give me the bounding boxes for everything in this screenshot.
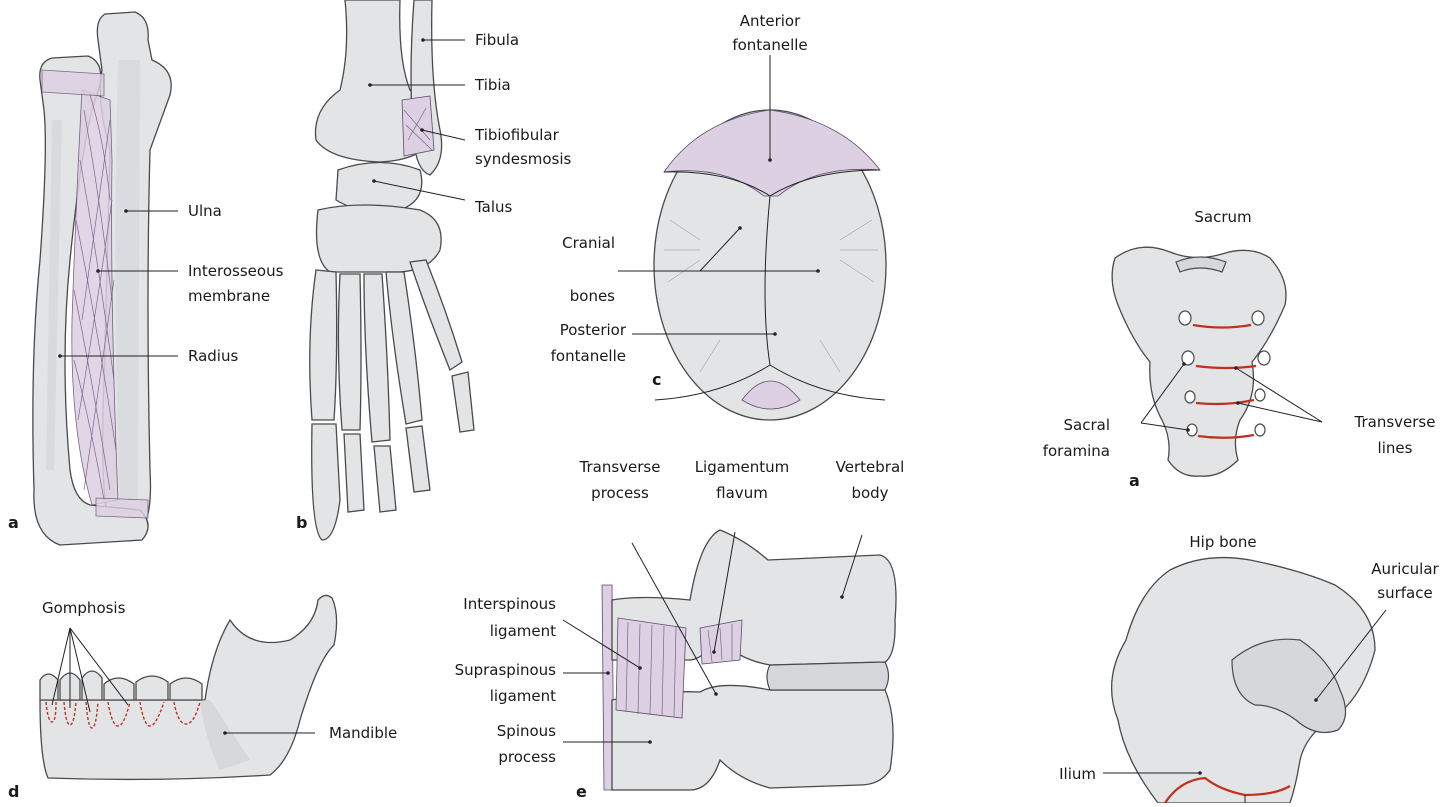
phalanges [312, 372, 474, 540]
label-cranial-2: bones [570, 287, 615, 305]
panel-d-mandible: Gomphosis Mandible d [8, 595, 397, 801]
panel-e-vertebrae: Transverse process Ligamentum flavum Ver… [455, 458, 905, 801]
panel-sacrum: Sacrum Sacral foramina Transverse lines … [1043, 208, 1436, 490]
interosseous-membrane [72, 90, 118, 505]
label-gomphosis: Gomphosis [42, 599, 126, 617]
label-auricular-2: surface [1377, 584, 1432, 602]
label-hip-title: Hip bone [1189, 533, 1256, 551]
panel-letter-e: e [576, 782, 587, 801]
proximal-band [42, 70, 104, 96]
label-posterior-1: Posterior [560, 321, 627, 339]
panel-b-ankle: Fibula Tibia Tibiofibular syndesmosis Ta… [296, 0, 572, 540]
label-radius: Radius [188, 347, 238, 365]
panel-letter-right-a: a [1129, 471, 1140, 490]
panel-c-skull: Anterior fontanelle Cranial bones Poster… [551, 12, 886, 420]
label-interspinous-1: Interspinous [463, 595, 556, 613]
label-anterior-2: fontanelle [732, 36, 807, 54]
intervertebral-disc [767, 662, 889, 690]
label-anterior-1: Anterior [740, 12, 801, 30]
label-supraspinous-2: ligament [490, 687, 556, 705]
panel-hip-bone: Hip bone Auricular surface Ilium [1059, 533, 1439, 803]
label-body-2: body [851, 484, 888, 502]
label-transverse-1: Transverse [579, 458, 661, 476]
panel-letter-a: a [8, 513, 19, 532]
label-tibiofibular-2: syndesmosis [475, 150, 572, 168]
label-foramina-2: foramina [1043, 442, 1110, 460]
label-interosseous-1: Interosseous [188, 262, 284, 280]
label-flavum-2: flavum [716, 484, 768, 502]
panel-a-forearm: Ulna Interosseous membrane Radius a [8, 12, 284, 545]
label-spinous-1: Spinous [497, 722, 556, 740]
label-tibia: Tibia [474, 76, 511, 94]
label-lines-2: lines [1378, 439, 1413, 457]
label-mandible: Mandible [329, 724, 397, 742]
label-spinous-2: process [498, 748, 556, 766]
label-auricular-1: Auricular [1371, 560, 1439, 578]
panel-letter-b: b [296, 513, 307, 532]
distal-band [96, 498, 148, 518]
label-sacrum-title: Sacrum [1194, 208, 1251, 226]
talus-bone [336, 163, 422, 212]
label-supraspinous-1: Supraspinous [455, 661, 557, 679]
label-body-1: Vertebral [836, 458, 905, 476]
label-tibiofibular-1: Tibiofibular [474, 126, 560, 144]
label-lines-1: Transverse [1354, 413, 1436, 431]
label-interspinous-2: ligament [490, 622, 556, 640]
label-transverse-2: process [591, 484, 649, 502]
label-flavum-1: Ligamentum [695, 458, 790, 476]
label-ulna: Ulna [188, 202, 222, 220]
label-posterior-2: fontanelle [551, 347, 626, 365]
label-talus: Talus [474, 198, 513, 216]
label-foramina-1: Sacral [1064, 416, 1111, 434]
label-cranial-1: Cranial [562, 234, 615, 252]
metatarsals [310, 260, 462, 442]
panel-letter-d: d [8, 782, 19, 801]
label-ilium: Ilium [1059, 765, 1096, 783]
panel-letter-c: c [652, 370, 661, 389]
label-fibula: Fibula [475, 31, 519, 49]
label-interosseous-2: membrane [188, 287, 270, 305]
